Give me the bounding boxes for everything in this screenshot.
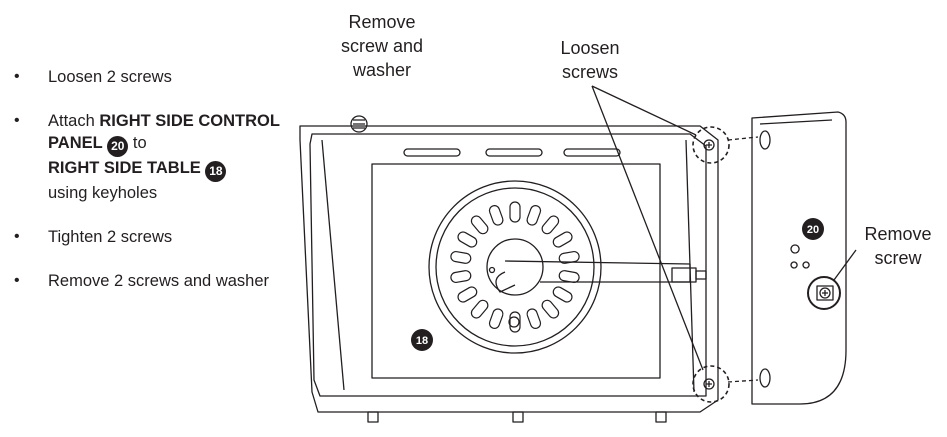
burner-port — [470, 215, 489, 235]
bullet: • — [14, 272, 20, 289]
callout-line: screws — [561, 62, 618, 82]
step-text: Tighten 2 screws — [48, 228, 173, 246]
part-number-badge: 20 — [107, 136, 129, 157]
step-to: to — [128, 134, 147, 152]
burner-port — [470, 299, 489, 319]
part-badge-panel-label: 20 — [807, 224, 819, 236]
callout-remove-screw: Remove screw — [852, 222, 944, 270]
instruction-list: • Loosen 2 screws • Attach RIGHT SIDE CO… — [14, 66, 284, 292]
part-badge-table — [411, 329, 433, 351]
burner-port — [450, 250, 472, 264]
step-attach-panel: • Attach RIGHT SIDE CONTROL PANEL 20 to … — [14, 110, 284, 204]
step-remove-screws: • Remove 2 screws and washer — [14, 270, 284, 292]
step-prefix: Attach — [48, 112, 100, 130]
callout-line: Remove — [864, 224, 932, 244]
callout-line: screw — [874, 248, 922, 268]
step-loosen-screws: • Loosen 2 screws — [14, 66, 284, 88]
burner-port — [509, 311, 521, 333]
callout-line: washer — [352, 60, 412, 80]
callout-line: Loosen — [560, 38, 620, 58]
burner-port — [457, 286, 478, 303]
burner-port — [541, 215, 560, 235]
burner — [428, 180, 602, 354]
part-name-side-table: RIGHT SIDE TABLE — [48, 159, 201, 177]
burner-port — [450, 270, 472, 284]
step-suffix: using keyholes — [48, 184, 158, 202]
burner-port — [558, 270, 580, 284]
callout-line: screw and — [340, 36, 424, 56]
callout-remove-screw-washer: Remove screw and washer — [322, 10, 442, 82]
step-text: Remove 2 screws and washer — [48, 272, 270, 290]
bullet: • — [14, 68, 20, 85]
burner-port — [552, 286, 573, 303]
callout-loosen-screws: Loosen screws — [540, 36, 640, 84]
burner-port — [541, 299, 560, 319]
callout-line: Remove — [348, 12, 416, 32]
step-text: Loosen 2 screws — [48, 68, 172, 86]
bullet: • — [14, 112, 20, 129]
burner-port — [526, 308, 542, 329]
part-name-control-panel: RIGHT SIDE CONTROL PANEL — [48, 112, 280, 152]
part-badge-table-label: 18 — [416, 335, 428, 347]
burner-port — [552, 231, 573, 248]
burner-port — [509, 201, 521, 223]
burner-port — [488, 205, 504, 226]
step-tighten-screws: • Tighten 2 screws — [14, 226, 284, 248]
control-panel — [751, 111, 847, 405]
inner-plate — [371, 163, 661, 379]
burner-port — [457, 231, 478, 248]
part-badge-panel — [802, 218, 824, 240]
side-table — [299, 125, 719, 413]
part-number-badge: 18 — [205, 161, 227, 182]
burner-ports — [450, 201, 580, 333]
burner-port — [488, 308, 504, 329]
bullet: • — [14, 228, 20, 245]
burner-port — [526, 205, 542, 226]
